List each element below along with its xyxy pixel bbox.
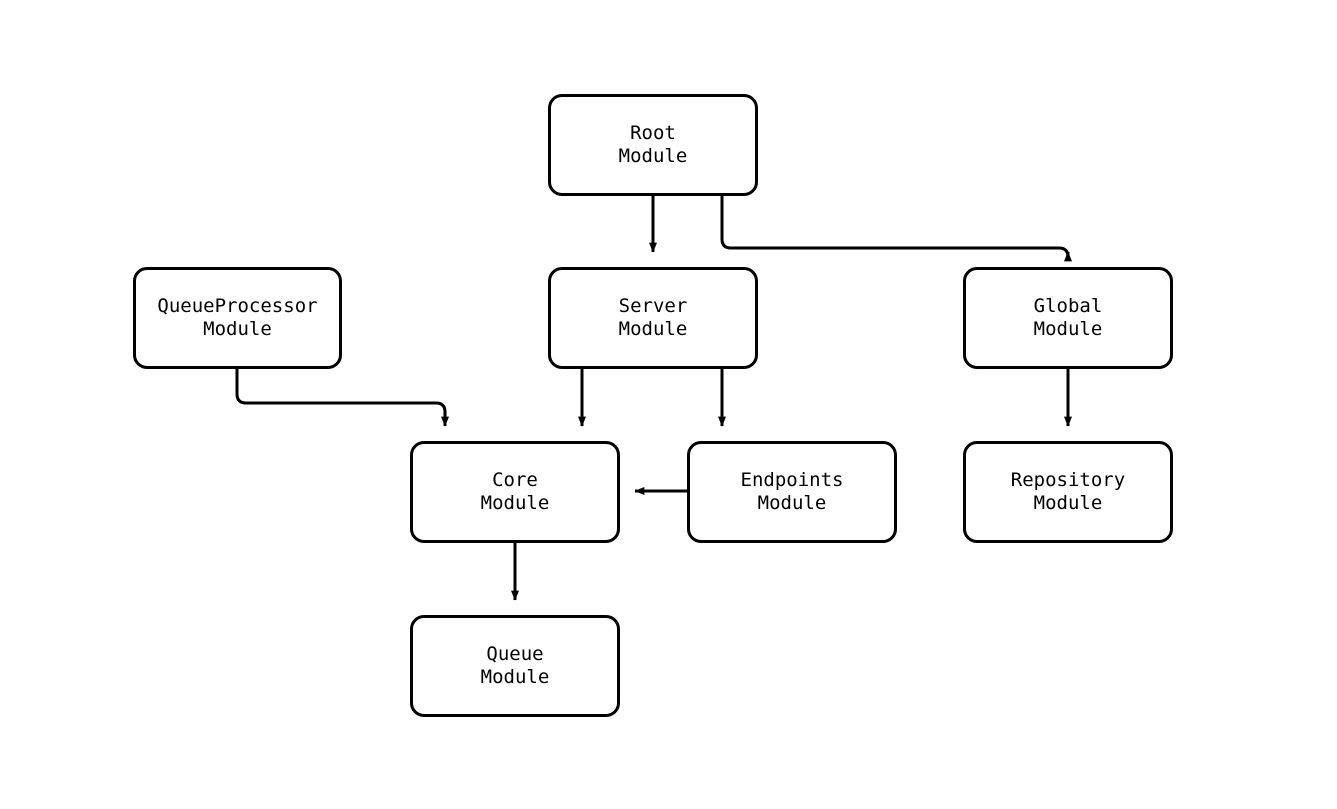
node-global[interactable]: Global Module <box>963 267 1173 369</box>
node-global-line1: Global <box>1033 295 1103 317</box>
node-server-line1: Server <box>618 295 688 317</box>
node-core-line1: Core <box>492 469 538 491</box>
node-endpoints-line1: Endpoints <box>740 469 844 491</box>
node-queueprocessor-line1: QueueProcessor <box>157 295 318 317</box>
node-global-line2: Module <box>1033 318 1103 340</box>
node-repository-line2: Module <box>1033 492 1103 514</box>
node-core[interactable]: Core Module <box>410 441 620 543</box>
node-queueprocessor[interactable]: QueueProcessor Module <box>133 267 342 369</box>
node-queueprocessor-line2: Module <box>203 318 272 340</box>
node-endpoints[interactable]: Endpoints Module <box>687 441 897 543</box>
node-server-line2: Module <box>618 318 688 340</box>
node-queue-line2: Module <box>480 666 550 688</box>
node-queue-line1: Queue <box>486 643 544 665</box>
node-root-line2: Module <box>618 145 688 167</box>
edge-root-global <box>720 196 1072 262</box>
node-repository-line1: Repository <box>1010 469 1126 491</box>
node-repository[interactable]: Repository Module <box>963 441 1173 543</box>
edge-queueprocessor-core <box>235 369 449 427</box>
node-root-line1: Root <box>630 122 676 144</box>
node-core-line2: Module <box>480 492 550 514</box>
node-queue[interactable]: Queue Module <box>410 615 620 717</box>
node-server[interactable]: Server Module <box>548 267 758 369</box>
node-endpoints-line2: Module <box>757 492 827 514</box>
node-root[interactable]: Root Module <box>548 94 758 196</box>
